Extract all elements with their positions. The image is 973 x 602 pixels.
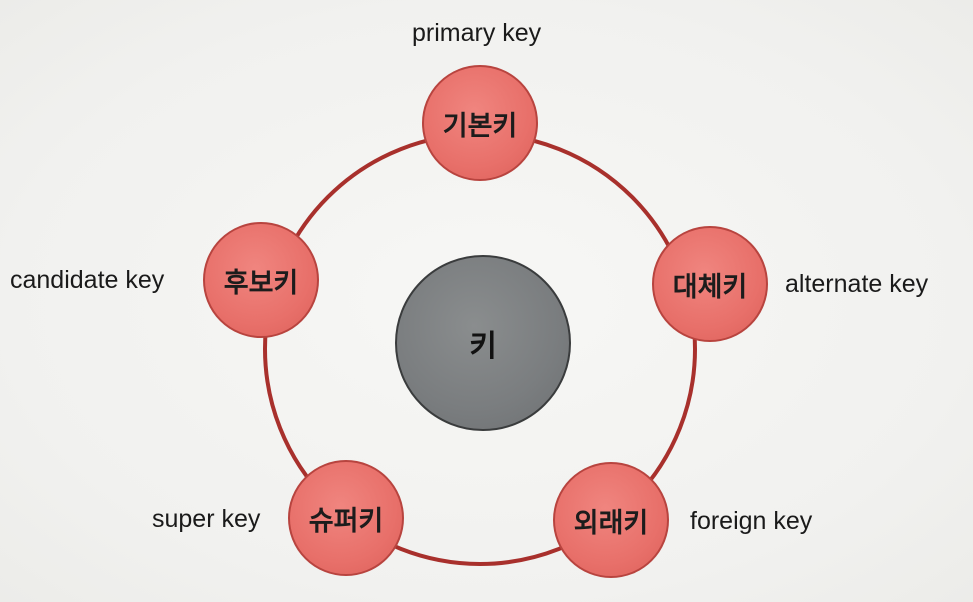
node-primary-key-label: 기본키 [442, 110, 518, 142]
node-super-key-label: 슈퍼키 [308, 505, 384, 537]
node-foreign-key: 외래키 [553, 462, 669, 578]
node-candidate-key-label: 후보키 [223, 267, 299, 299]
caption-candidate-key: candidate key [10, 266, 165, 294]
caption-foreign-key: foreign key [690, 507, 813, 535]
node-alternate-key-label: 대체키 [672, 271, 748, 303]
caption-super-key: super key [152, 505, 261, 533]
node-primary-key: 기본키 [422, 65, 538, 181]
node-alternate-key: 대체키 [652, 226, 768, 342]
center-node-label: 키 [469, 329, 497, 364]
center-node-key: 키 [395, 255, 571, 431]
node-foreign-key-label: 외래키 [573, 507, 649, 539]
node-super-key: 슈퍼키 [288, 460, 404, 576]
caption-primary-key: primary key [412, 19, 542, 47]
node-candidate-key: 후보키 [203, 222, 319, 338]
caption-alternate-key: alternate key [785, 270, 929, 298]
